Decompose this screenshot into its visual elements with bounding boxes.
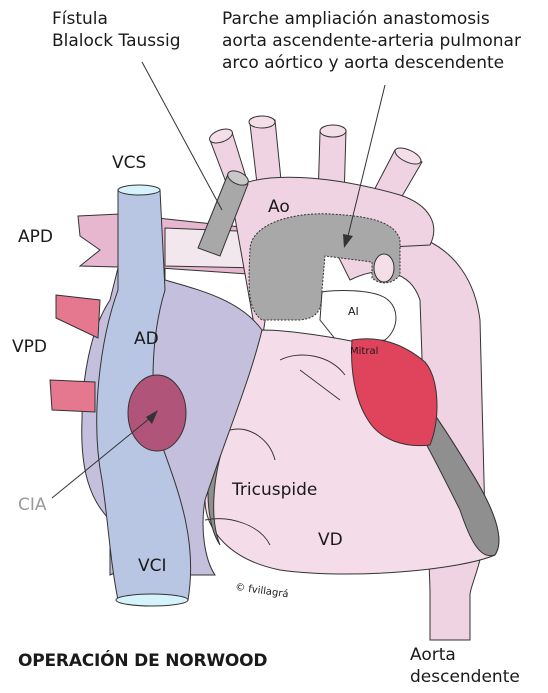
mitral-region (351, 338, 438, 447)
vd-label: VD (318, 530, 343, 550)
ad-label: AD (134, 329, 159, 349)
vci-opening (115, 593, 189, 607)
head-vessel-2-top (248, 115, 276, 129)
leader-patch-arrow (343, 234, 353, 248)
patch-region (248, 213, 401, 321)
left-atrium (319, 290, 397, 346)
tricuspide-label: Tricuspide (232, 480, 318, 500)
aorta-label: Aorta descendente (410, 644, 520, 688)
cia-defect (127, 374, 187, 452)
pulmonary-vein-upper (55, 294, 101, 339)
head-vessel-3-top (319, 124, 347, 138)
aorta-cut-opening (373, 253, 395, 283)
mitral-label: Mitral (350, 346, 379, 357)
diagram-title: OPERACIÓN DE NORWOOD (18, 651, 268, 671)
patch-line-2: aorta ascendente-arteria pulmonar (222, 31, 521, 51)
vci-label: VCI (138, 556, 167, 576)
ai-label: AI (348, 305, 359, 318)
tricuspid-valve (229, 428, 276, 461)
aorta-line-2: descendente (410, 667, 520, 687)
fistula-line-2: Blalock Taussig (52, 31, 181, 51)
leader-fistula (141, 61, 223, 211)
cia-label: CIA (18, 495, 47, 515)
head-vessel-1-top (209, 128, 233, 144)
ao-label: Ao (268, 197, 290, 217)
leader-cia (51, 413, 156, 499)
fistula-line-1: Fístula (52, 9, 108, 29)
fistula-label: Fístula Blalock Taussig (52, 8, 181, 52)
leader-cia-arrow (146, 410, 158, 424)
aorta-line-1: Aorta (410, 645, 456, 665)
patch-line-1: Parche ampliación anastomosis (222, 9, 490, 29)
leader-patch (347, 84, 386, 237)
pulmonary-vein-lower (49, 379, 96, 413)
patch-line-3: arco aórtico y aorta descendente (222, 53, 505, 73)
head-vessel-4-top (394, 147, 422, 165)
vpd-label: VPD (12, 337, 47, 357)
vcs-opening (117, 184, 161, 196)
apd-label: APD (18, 227, 53, 247)
shunt-top (227, 170, 249, 186)
patch-label: Parche ampliación anastomosis aorta asce… (222, 8, 521, 74)
vcs-label: VCS (112, 153, 147, 173)
chordae (204, 354, 346, 546)
